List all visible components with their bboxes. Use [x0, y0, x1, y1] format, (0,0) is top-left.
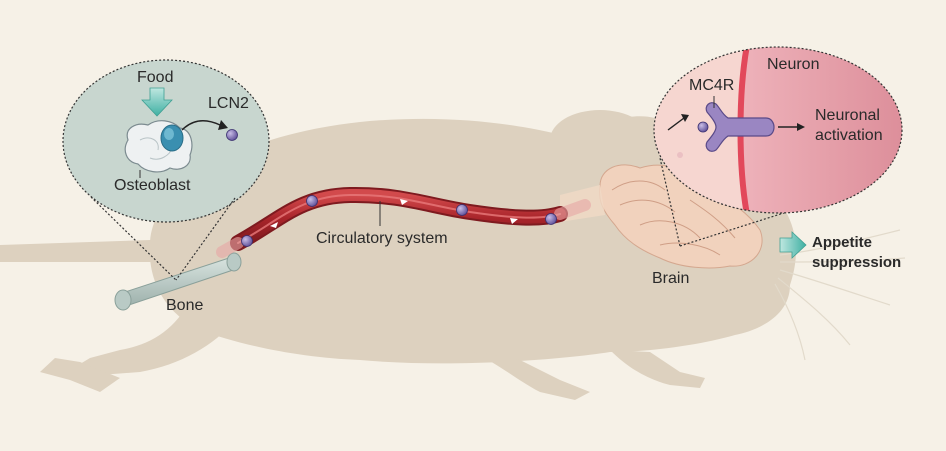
molecule-1	[241, 235, 253, 247]
label-appetite-line2: suppression	[812, 254, 902, 271]
label-brain: Brain	[652, 270, 690, 287]
bound-molecule-icon	[697, 121, 709, 133]
neuron-inset	[653, 46, 903, 247]
molecule-2	[306, 195, 318, 207]
appetite-arrow-icon	[779, 231, 807, 259]
lcn2-molecule-icon	[226, 129, 238, 141]
label-neuronal-activation-line1: Neuronal	[815, 107, 880, 124]
label-circulatory-system: Circulatory system	[316, 230, 448, 247]
molecule-3	[456, 204, 468, 216]
label-osteoblast: Osteoblast	[114, 177, 191, 194]
label-bone: Bone	[166, 297, 204, 314]
secretion-arrow-icon	[181, 120, 221, 131]
osteoblast-inset	[62, 59, 270, 281]
molecule-4	[545, 213, 557, 225]
label-mc4r: MC4R	[689, 77, 735, 94]
bone-shape	[114, 252, 242, 311]
blood-vessel	[216, 186, 591, 258]
food-arrow-icon	[141, 87, 173, 117]
mc4r-receptor-icon	[705, 102, 775, 152]
label-neuronal-activation-line2: activation	[815, 127, 883, 144]
lcn2-molecules	[241, 195, 557, 247]
label-lcn2: LCN2	[208, 95, 249, 112]
label-appetite-line1: Appetite	[812, 234, 872, 251]
label-neuron: Neuron	[767, 56, 820, 73]
incoming-arrow-icon	[667, 117, 685, 131]
label-food: Food	[137, 69, 174, 86]
whiskers	[774, 229, 906, 361]
